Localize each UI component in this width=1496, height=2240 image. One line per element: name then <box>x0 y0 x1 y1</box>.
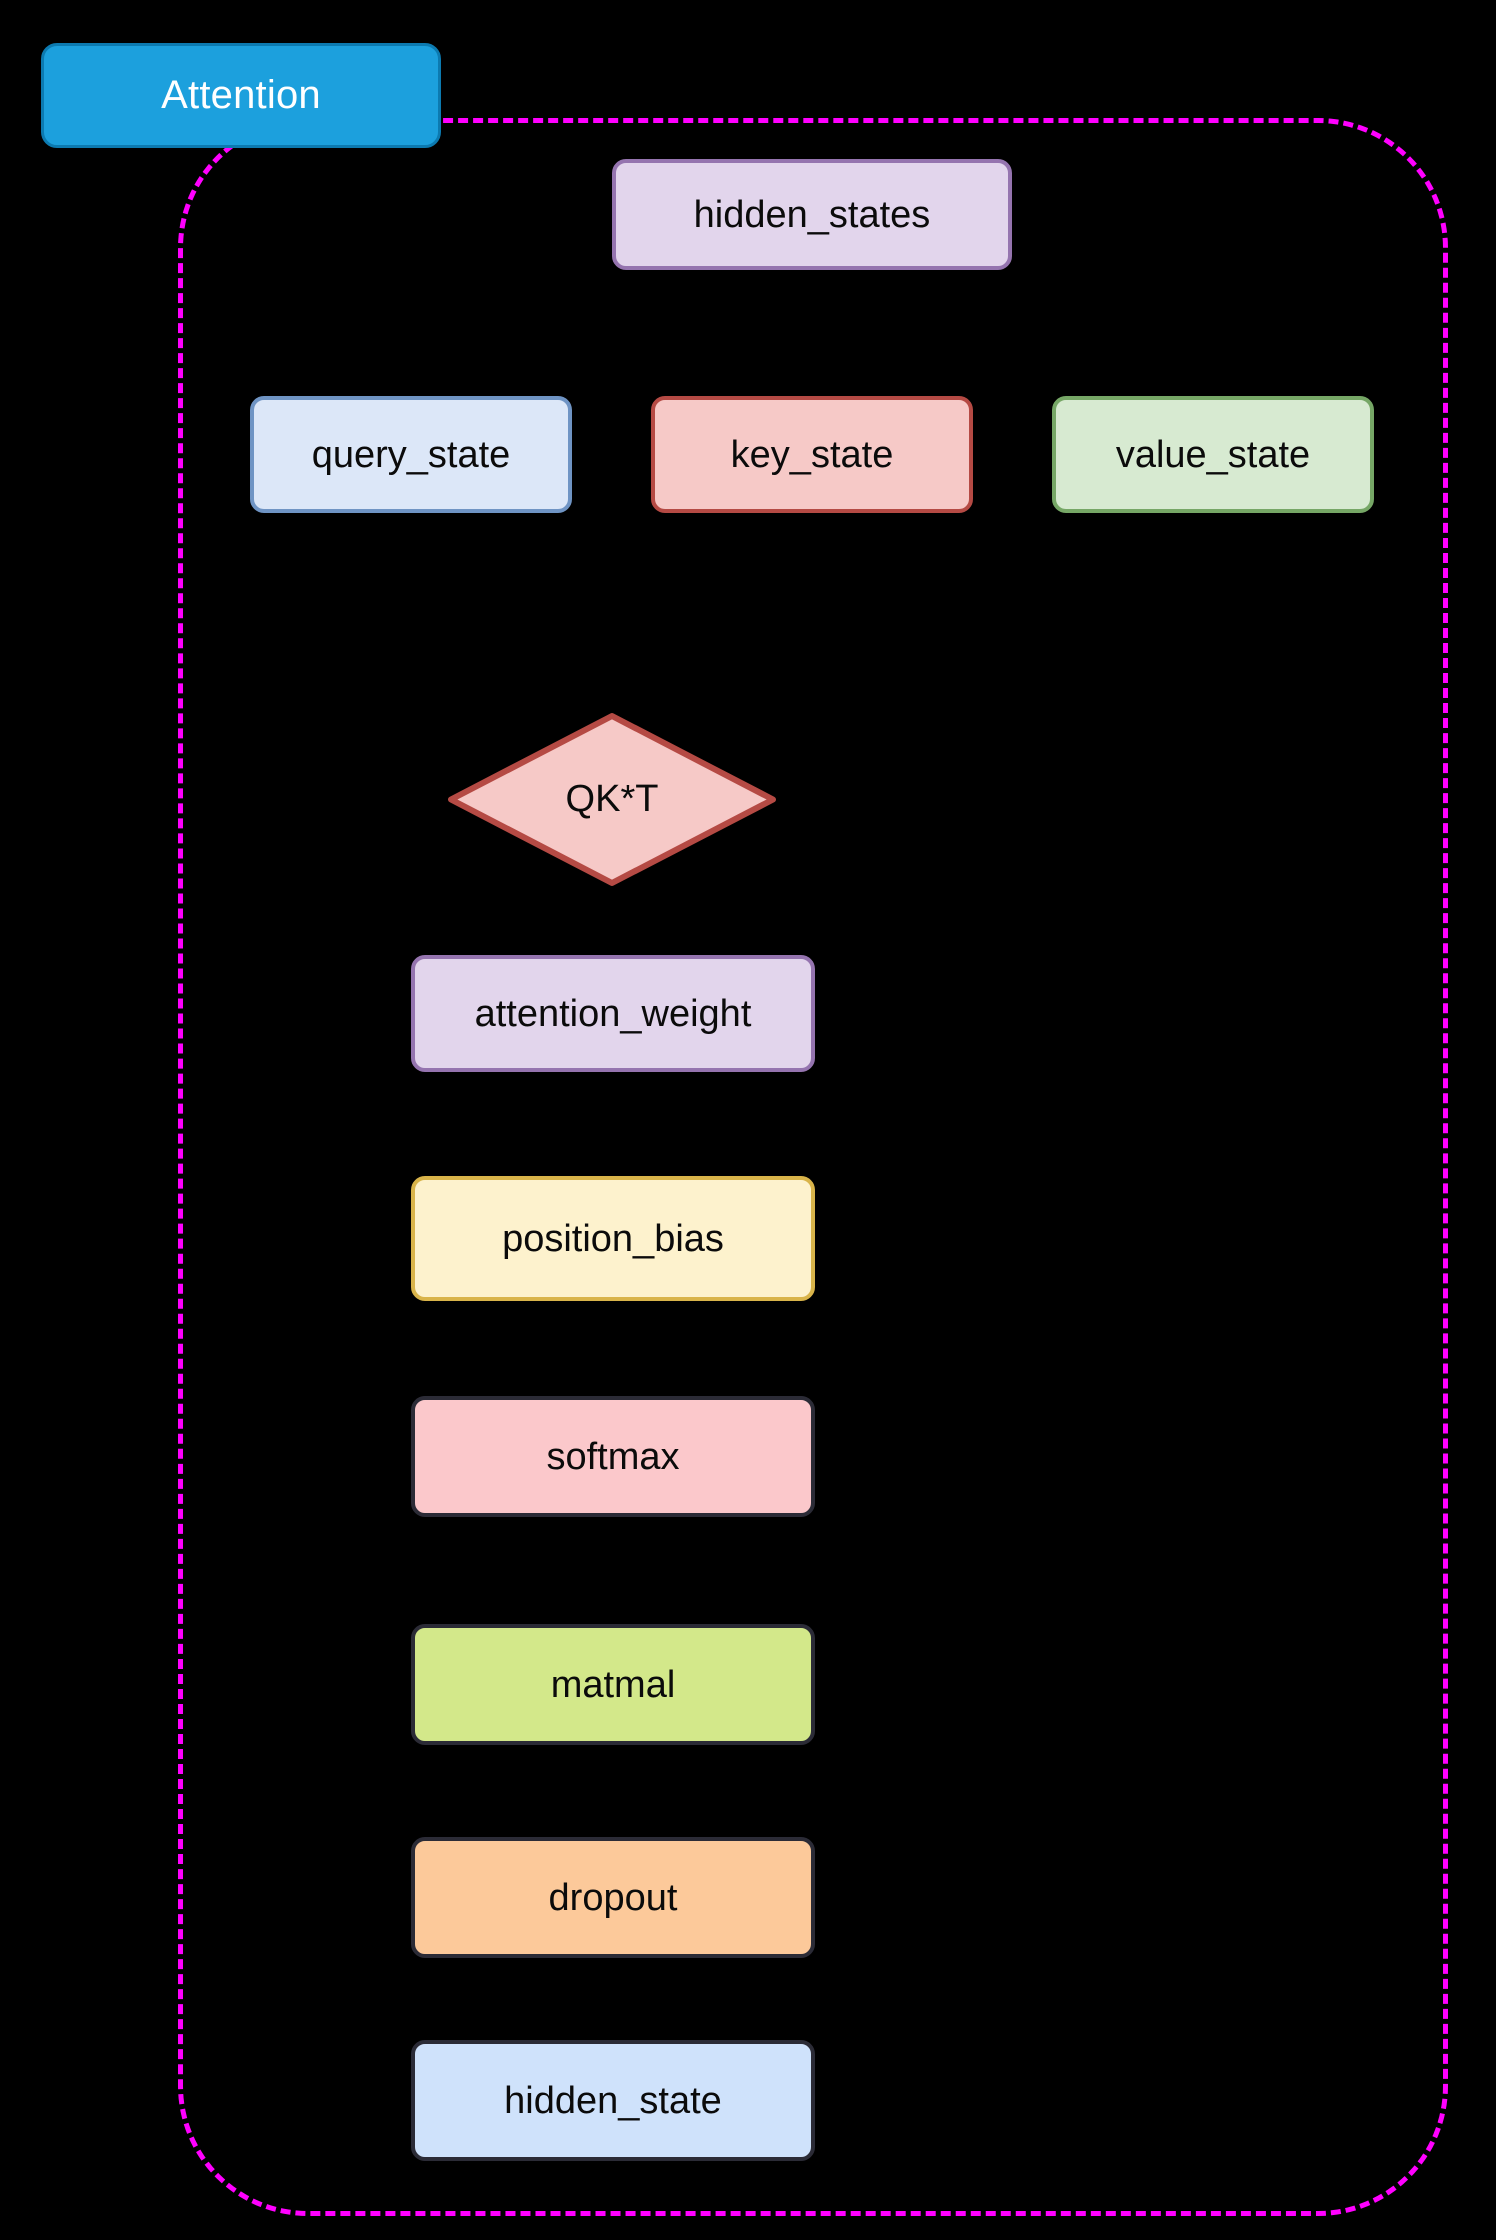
node-softmax-label: softmax <box>546 1435 680 1478</box>
subgraph-title-label: Attention <box>161 73 321 117</box>
node-position-bias-label: position_bias <box>502 1217 724 1260</box>
node-hidden-state[interactable]: hidden_state <box>411 2040 815 2161</box>
node-attention-weight-label: attention_weight <box>474 992 752 1035</box>
node-dropout[interactable]: dropout <box>411 1837 815 1958</box>
subgraph-title-attention[interactable]: Attention <box>41 43 441 148</box>
node-dropout-label: dropout <box>548 1876 678 1919</box>
node-query-state[interactable]: query_state <box>250 396 572 513</box>
node-value-state-label: value_state <box>1115 433 1311 476</box>
node-matmal-label: matmal <box>550 1663 676 1706</box>
node-hidden-states-label: hidden_states <box>693 193 931 236</box>
node-qkt[interactable]: QK*T <box>447 712 777 887</box>
node-hidden-state-label: hidden_state <box>504 2079 722 2122</box>
node-attention-weight[interactable]: attention_weight <box>411 955 815 1072</box>
node-softmax[interactable]: softmax <box>411 1396 815 1517</box>
node-key-state-label: key_state <box>730 433 894 476</box>
diamond-shape-icon <box>448 713 776 886</box>
node-hidden-states[interactable]: hidden_states <box>612 159 1012 270</box>
node-position-bias[interactable]: position_bias <box>411 1176 815 1301</box>
node-key-state[interactable]: key_state <box>651 396 973 513</box>
node-query-state-label: query_state <box>311 433 511 476</box>
node-matmal[interactable]: matmal <box>411 1624 815 1745</box>
node-value-state[interactable]: value_state <box>1052 396 1374 513</box>
